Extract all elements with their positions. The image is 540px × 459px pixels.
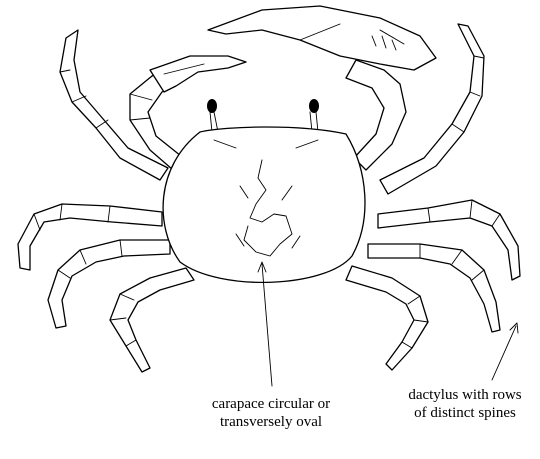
carapace-annotation: carapace circular or transversely oval <box>186 395 356 431</box>
left-eye <box>207 99 217 113</box>
dactylus-annotation: dactylus with rows of distinct spines <box>390 386 540 422</box>
carapace-outline <box>163 127 365 282</box>
left-leg-4 <box>110 268 194 372</box>
dactylus-leader-line <box>492 326 516 380</box>
carapace <box>163 127 365 282</box>
right-leg-4 <box>346 266 428 370</box>
dactylus-annotation-line1: dactylus with rows <box>390 386 540 404</box>
right-eye <box>309 99 319 113</box>
right-leg-2 <box>378 200 520 280</box>
carapace-annotation-line2: transversely oval <box>186 413 356 431</box>
dactylus-annotation-line2: of distinct spines <box>390 404 540 422</box>
carapace-annotation-line1: carapace circular or <box>186 395 356 413</box>
